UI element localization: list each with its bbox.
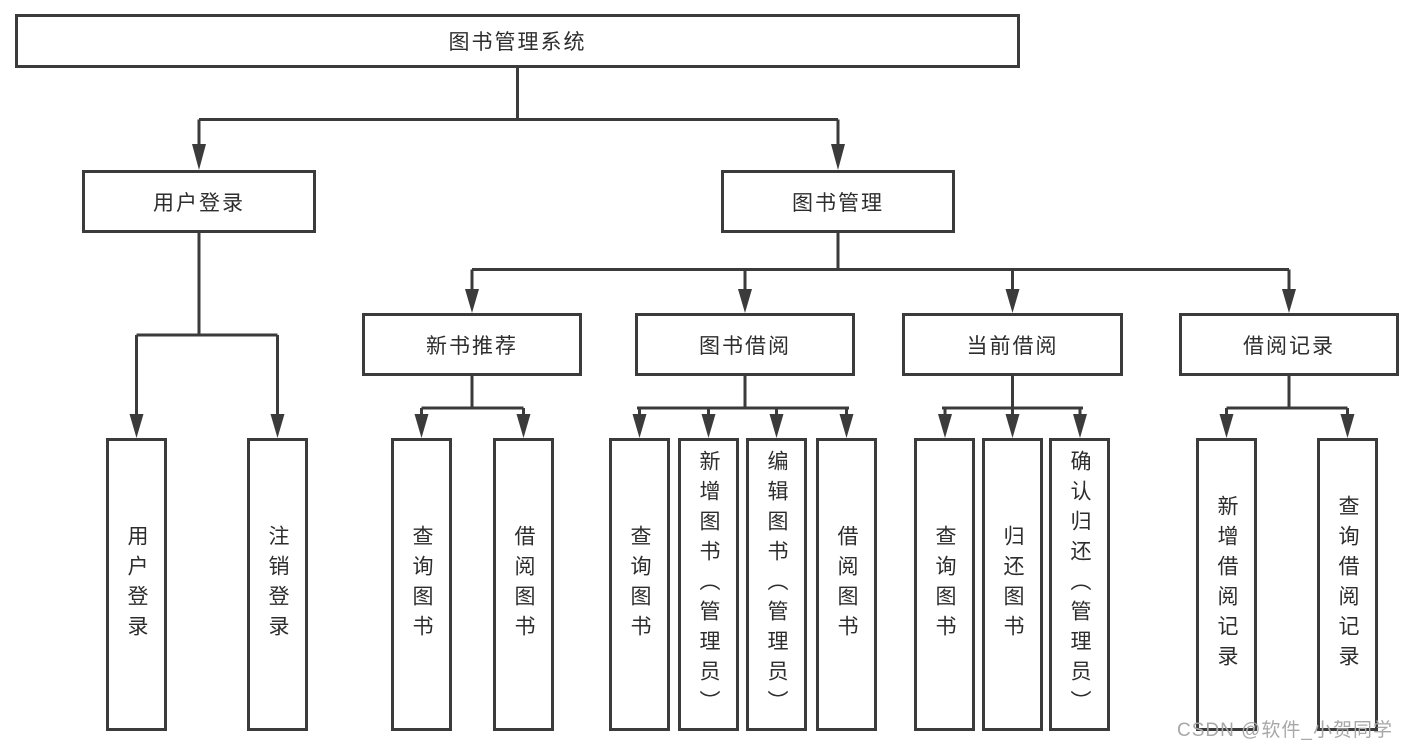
leaf-query-books-a-label: 查询图书 [410, 524, 433, 645]
leaf-add-borrow-record-label: 新增借阅记录 [1215, 494, 1238, 675]
leaf-logout: 注销登录 [247, 438, 308, 731]
csdn-watermark: CSDN @软件_小贺同学 [1177, 720, 1393, 741]
leaf-return-books: 归还图书 [982, 438, 1043, 731]
leaf-logout-label: 注销登录 [266, 524, 289, 645]
node-borrow-records: 借阅记录 [1179, 313, 1399, 376]
leaf-query-books-c: 查询图书 [914, 438, 975, 731]
node-library-system-label: 图书管理系统 [448, 31, 587, 54]
leaf-borrow-books-b: 借阅图书 [816, 438, 877, 731]
leaf-borrow-books-b-label: 借阅图书 [835, 524, 858, 645]
leaf-confirm-return-admin-label: 确认归还（管理员） [1068, 449, 1091, 720]
leaf-user-login-label: 用户登录 [125, 524, 148, 645]
node-current-borrow: 当前借阅 [902, 313, 1123, 376]
node-user-login: 用户登录 [82, 170, 316, 233]
leaf-return-books-label: 归还图书 [1001, 524, 1024, 645]
leaf-query-books-c-label: 查询图书 [933, 524, 956, 645]
leaf-borrow-books-a: 借阅图书 [493, 438, 554, 731]
leaf-add-books-admin: 新增图书（管理员） [678, 438, 739, 731]
leaf-edit-books-admin: 编辑图书（管理员） [746, 438, 807, 731]
leaf-query-borrow-record-label: 查询借阅记录 [1336, 494, 1359, 675]
node-book-borrow-label: 图书借阅 [699, 334, 791, 358]
leaf-query-borrow-record: 查询借阅记录 [1317, 438, 1378, 731]
node-book-management: 图书管理 [721, 170, 955, 233]
node-current-borrow-label: 当前借阅 [966, 334, 1059, 358]
node-new-book-recommend: 新书推荐 [362, 313, 582, 376]
node-borrow-records-label: 借阅记录 [1243, 334, 1335, 358]
node-library-system: 图书管理系统 [15, 14, 1020, 68]
leaf-user-login: 用户登录 [106, 438, 167, 731]
leaf-query-books-a: 查询图书 [391, 438, 452, 731]
leaf-add-borrow-record: 新增借阅记录 [1196, 438, 1257, 731]
leaf-borrow-books-a-label: 借阅图书 [512, 524, 535, 645]
leaf-confirm-return-admin: 确认归还（管理员） [1049, 438, 1110, 731]
node-new-book-recommend-label: 新书推荐 [426, 334, 518, 358]
leaf-query-books-b-label: 查询图书 [628, 524, 651, 645]
node-user-login-label: 用户登录 [153, 191, 245, 215]
leaf-edit-books-admin-label: 编辑图书（管理员） [765, 449, 788, 720]
node-book-management-label: 图书管理 [792, 191, 884, 215]
node-book-borrow: 图书借阅 [635, 313, 855, 376]
leaf-query-books-b: 查询图书 [609, 438, 670, 731]
leaf-add-books-admin-label: 新增图书（管理员） [697, 449, 720, 720]
